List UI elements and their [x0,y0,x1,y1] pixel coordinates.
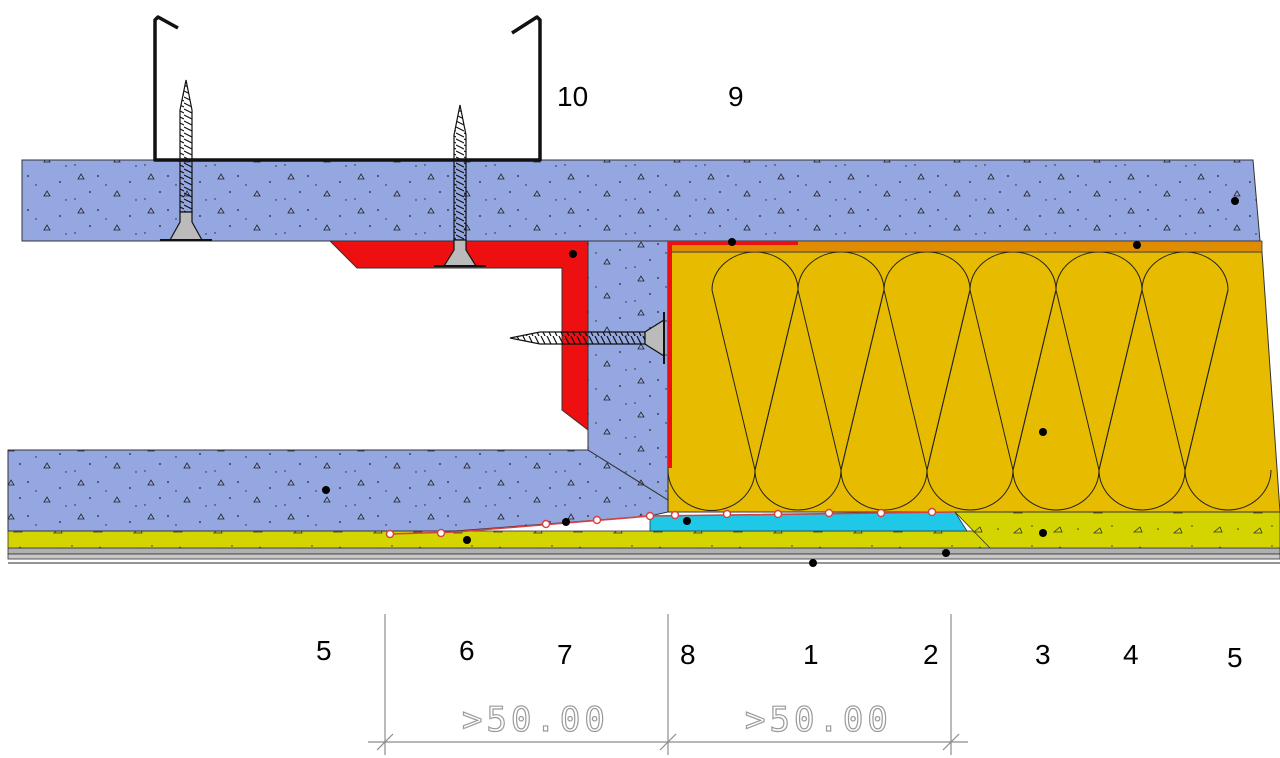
label-4: 4 [1123,639,1139,670]
dimension-lines [368,614,968,755]
red-angle-profile [328,240,589,432]
floor-layer [7,547,1280,564]
dimension-label-right: >50.00 [745,700,892,740]
insulation-block [667,251,1280,513]
c-profile [153,15,542,162]
mesh-nodes [385,507,937,539]
lower-board [7,449,669,532]
label-7: 7 [557,639,573,670]
sealing-line [668,241,798,468]
screw-3 [509,312,665,364]
label-9: 9 [728,81,744,112]
label-5-right: 5 [1227,642,1243,673]
label-1: 1 [803,639,819,670]
screw-2 [434,104,486,267]
label-6: 6 [459,635,475,666]
leader-dots [322,197,1239,567]
label-8: 8 [680,639,696,670]
label-10: 10 [557,81,588,112]
reinforcement-mesh [389,511,956,535]
filler-layer [7,511,1280,549]
label-2: 2 [923,639,939,670]
label-3: 3 [1035,639,1051,670]
label-5-left: 5 [316,635,332,666]
dimension-label-left: >50.00 [462,700,609,740]
upper-board [21,159,1261,242]
screw-1 [160,79,212,241]
